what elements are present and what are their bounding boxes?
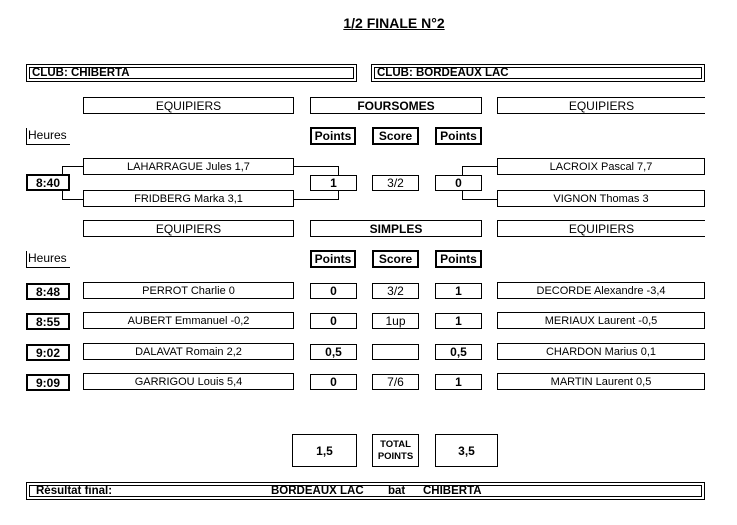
foursomes-right-player-1: LACROIX Pascal 7,7 — [497, 158, 705, 175]
club-right-name: CLUB: BORDEAUX LAC — [374, 67, 702, 79]
foursomes-points-right-header: Points — [435, 127, 482, 145]
simples-equipiers-right: EQUIPIERS — [497, 220, 705, 237]
simples-row-3-score — [372, 344, 419, 360]
simples-row-4-right-player: MARTIN Laurent 0,5 — [497, 373, 705, 390]
total-right-points: 3,5 — [435, 434, 498, 467]
simples-score-header: Score — [372, 250, 419, 268]
simples-points-left-header: Points — [310, 250, 356, 268]
final-result-winner: BORDEAUX LAC — [271, 485, 364, 497]
simples-row-4-time: 9:09 — [26, 374, 70, 391]
final-result-label: Résultat final: — [36, 485, 113, 497]
foursomes-equipiers-right: EQUIPIERS — [497, 97, 705, 114]
simples-row-1-right-points: 1 — [435, 283, 482, 299]
foursomes-right-points: 0 — [435, 175, 482, 191]
simples-row-2-right-player: MERIAUX Laurent -0,5 — [497, 312, 705, 329]
simples-row-2-left-player: AUBERT Emmanuel -0,2 — [83, 312, 294, 329]
simples-row-3-right-player: CHARDON Marius 0,1 — [497, 343, 705, 360]
simples-row-2-right-points: 1 — [435, 313, 482, 329]
final-result-verb: bat — [388, 485, 406, 497]
simples-row-2-time: 8:55 — [26, 313, 70, 330]
final-result-inner: Résultat final: BORDEAUX LAC bat CHIBERT… — [29, 485, 702, 497]
simples-row-4-left-player: GARRIGOU Louis 5,4 — [83, 373, 294, 390]
club-left-name: CLUB: CHIBERTA — [29, 67, 354, 79]
foursomes-header: FOURSOMES — [310, 97, 482, 114]
simples-heures-label: Heures — [26, 251, 70, 268]
simples-row-4-right-points: 1 — [435, 374, 482, 390]
simples-equipiers-left: EQUIPIERS — [83, 220, 294, 237]
simples-row-3-right-points: 0,5 — [435, 344, 482, 360]
club-left-box: CLUB: CHIBERTA — [26, 64, 357, 82]
simples-row-3-left-points: 0,5 — [310, 344, 357, 360]
foursomes-equipiers-left: EQUIPIERS — [83, 97, 294, 114]
simples-row-1-time: 8:48 — [26, 283, 70, 300]
simples-row-1-score: 3/2 — [372, 283, 419, 299]
simples-row-1-left-player: PERROT Charlie 0 — [83, 282, 294, 299]
simples-row-3-left-player: DALAVAT Romain 2,2 — [83, 343, 294, 360]
simples-row-2-left-points: 0 — [310, 313, 357, 329]
final-result-box: Résultat final: BORDEAUX LAC bat CHIBERT… — [26, 482, 705, 500]
foursomes-right-player-2: VIGNON Thomas 3 — [497, 190, 705, 207]
total-label-line1: TOTAL — [380, 438, 411, 450]
simples-row-1-right-player: DECORDE Alexandre -3,4 — [497, 282, 705, 299]
simples-points-right-header: Points — [435, 250, 482, 268]
total-label-line2: POINTS — [377, 450, 414, 462]
total-points-label: TOTAL POINTS — [372, 434, 419, 467]
total-left-points: 1,5 — [292, 434, 357, 467]
foursomes-time: 8:40 — [26, 174, 70, 191]
foursomes-heures-label: Heures — [26, 128, 70, 145]
simples-row-3-time: 9:02 — [26, 344, 70, 361]
simples-header: SIMPLES — [310, 220, 482, 237]
foursomes-score-header: Score — [372, 127, 419, 145]
club-right-box: CLUB: BORDEAUX LAC — [371, 64, 705, 82]
simples-row-2-score: 1up — [372, 313, 419, 329]
foursomes-points-left-header: Points — [310, 127, 356, 145]
final-result-loser: CHIBERTA — [423, 485, 482, 497]
foursomes-left-player-2: FRIDBERG Marka 3,1 — [83, 190, 294, 207]
simples-row-1-left-points: 0 — [310, 283, 357, 299]
foursomes-left-player-1: LAHARRAGUE Jules 1,7 — [83, 158, 294, 175]
foursomes-left-points: 1 — [310, 175, 357, 191]
page-title: 1/2 FINALE N°2 — [343, 15, 445, 31]
foursomes-score: 3/2 — [372, 175, 419, 191]
simples-row-4-score: 7/6 — [372, 374, 419, 390]
simples-row-4-left-points: 0 — [310, 374, 357, 390]
